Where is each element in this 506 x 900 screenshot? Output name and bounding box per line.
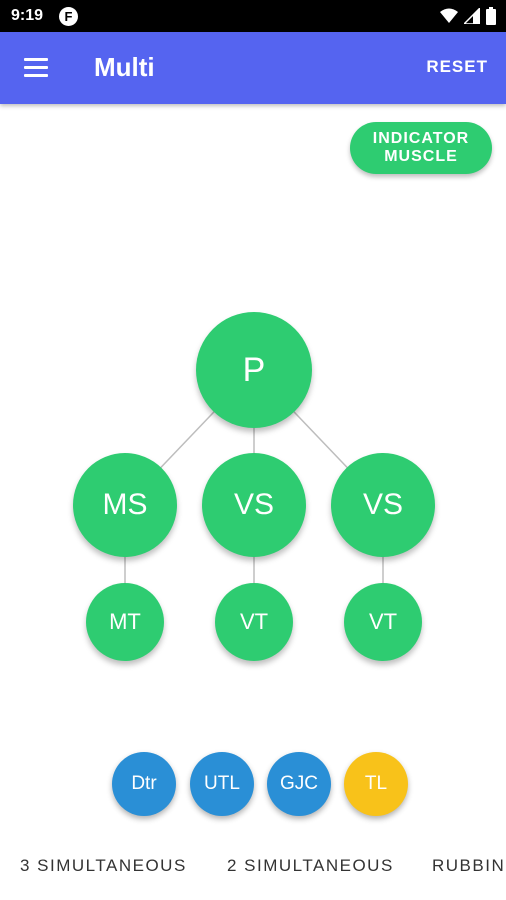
- indicator-muscle-label-line1: INDICATOR: [372, 130, 470, 147]
- reset-button[interactable]: RESET: [426, 57, 488, 76]
- tree-node-level3[interactable]: VT: [215, 583, 293, 661]
- mode-tabs: 3 SIMULTANEOUS 2 SIMULTANEOUS RUBBING: [0, 848, 506, 882]
- indicator-muscle-label-line2: MUSCLE: [384, 148, 458, 165]
- chip-dtr[interactable]: Dtr: [112, 752, 176, 816]
- signal-icon: [464, 8, 480, 24]
- tab-rubbing[interactable]: RUBBING: [432, 856, 506, 875]
- chip-tl[interactable]: TL: [344, 752, 408, 816]
- tab-3-simultaneous[interactable]: 3 SIMULTANEOUS: [20, 856, 187, 875]
- indicator-muscle-button[interactable]: INDICATOR MUSCLE: [350, 122, 492, 174]
- menu-icon[interactable]: [24, 58, 48, 78]
- tree-node-level2[interactable]: VS: [202, 453, 306, 557]
- status-bar: 9:19 F: [0, 0, 506, 32]
- tab-2-simultaneous[interactable]: 2 SIMULTANEOUS: [227, 856, 394, 875]
- chip-gjc[interactable]: GJC: [267, 752, 331, 816]
- tree-node-root[interactable]: P: [196, 312, 312, 428]
- tree-node-level3[interactable]: MT: [86, 583, 164, 661]
- battery-icon: [486, 7, 496, 25]
- app-title: Multi: [94, 52, 155, 82]
- chip-utl[interactable]: UTL: [190, 752, 254, 816]
- tree-node-level2[interactable]: MS: [73, 453, 177, 557]
- app-bar: Multi RESET: [0, 32, 506, 104]
- wifi-icon: [440, 8, 458, 23]
- tree-node-level3[interactable]: VT: [344, 583, 422, 661]
- tree-node-level2[interactable]: VS: [331, 453, 435, 557]
- app-notification-icon: F: [59, 7, 78, 26]
- status-time: 9:19: [11, 7, 44, 24]
